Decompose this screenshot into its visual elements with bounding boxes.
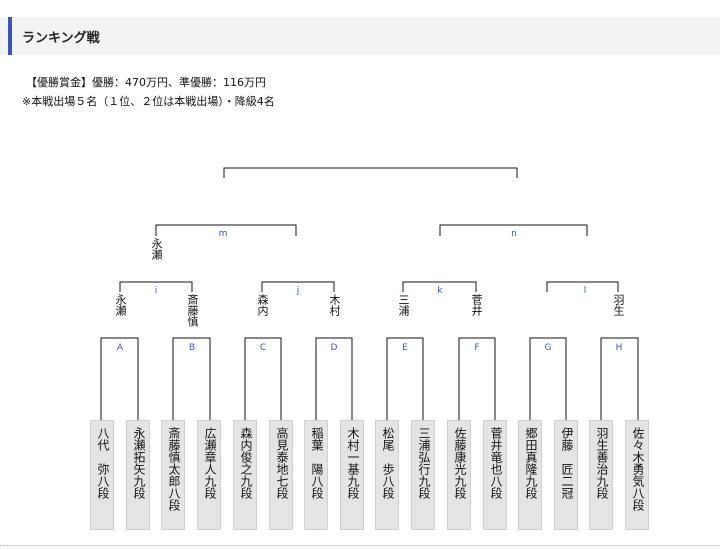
match-label-i: i [155,286,158,296]
match-label-H: H [616,343,623,353]
player-name: 木村一基九段 [346,427,360,499]
player-card: 森内俊之九段 [233,420,257,530]
bracket-line-j [261,281,335,292]
match-label-F: F [474,343,479,353]
match-label-G: G [545,343,552,353]
bracket-line-F [458,337,496,420]
winner-E: 三浦 [397,294,410,316]
match-label-j: j [296,286,300,296]
match-label-A: A [117,343,124,353]
match-label-l: l [584,286,587,296]
player-card: 斎藤慎太郎八段 [161,420,185,530]
bracket-line-H [600,337,639,420]
player-name: 森内俊之九段 [239,427,253,499]
player-name: 佐藤康光九段 [453,427,467,499]
player-name: 松尾 歩八段 [381,427,395,499]
player-name: 菅井竜也八段 [489,427,503,499]
rule-note: ※本戦出場５名（１位、２位は本戦出場）・降級4名 [22,95,275,108]
match-label-m: m [219,229,228,239]
bracket-line-final [223,167,518,178]
match-label-k: k [437,286,443,296]
winner-F: 菅井 [470,294,483,316]
player-name: 高見泰地七段 [275,427,289,499]
player-card: 羽生善治九段 [589,420,613,530]
header-accent-bar [8,17,12,55]
player-card: 高見泰地七段 [269,420,293,530]
player-name: 羽生善治九段 [595,427,609,499]
player-card: 木村一基九段 [340,420,364,530]
winner-A: 永瀬 [114,294,127,316]
bracket-line-E [386,337,424,420]
bracket-line-n [439,224,588,236]
player-card: 伊藤 匠二冠 [554,420,578,530]
player-card: 八代 弥八段 [90,420,114,530]
match-label-D: D [331,343,338,353]
player-card: 佐藤康光九段 [447,420,471,530]
player-name: 稲葉 陽八段 [310,427,324,499]
bracket-line-l [546,281,619,292]
player-card: 菅井竜也八段 [483,420,507,530]
bracket-line-k [402,281,477,292]
winner-C: 森内 [256,294,269,316]
player-card: 三浦弘行九段 [411,420,435,530]
prize-note: 【優勝賞金】優勝：470万円、準優勝：116万円 [26,76,266,89]
bracket-line-G [529,337,567,420]
player-card: 永瀬拓矢九段 [126,420,150,530]
player-name: 郷田真隆九段 [524,427,538,499]
player-name: 三浦弘行九段 [417,427,431,499]
player-name: 八代 弥八段 [96,427,110,499]
bracket-line-B [172,337,211,420]
player-name: 広瀬章人九段 [203,427,217,499]
player-card: 稲葉 陽八段 [304,420,328,530]
winner-D: 木村 [328,294,341,316]
player-name: 佐々木勇気八段 [631,427,645,511]
match-label-B: B [189,343,195,353]
section-header: ランキング戦 [0,17,720,55]
player-name: 伊藤 匠二冠 [560,427,574,499]
bracket-line-m [155,224,297,236]
player-card: 松尾 歩八段 [375,420,399,530]
bracket-line-C [244,337,282,420]
player-card: 広瀬章人九段 [197,420,221,530]
bracket-line-A [100,337,139,420]
match-label-n: n [511,229,517,239]
winner-B: 斎藤慎 [186,294,199,327]
winner-i: 永瀬 [150,238,163,260]
section-title: ランキング戦 [22,31,100,46]
bracket-line-i [119,281,193,292]
player-card: 郷田真隆九段 [518,420,542,530]
player-name: 永瀬拓矢九段 [132,427,146,499]
bracket-line-D [315,337,353,420]
bottom-divider [0,545,720,546]
player-card: 佐々木勇気八段 [625,420,649,530]
winner-H: 羽生 [612,294,625,316]
player-name: 斎藤慎太郎八段 [167,427,181,511]
match-label-C: C [260,343,266,353]
match-label-E: E [402,343,408,353]
